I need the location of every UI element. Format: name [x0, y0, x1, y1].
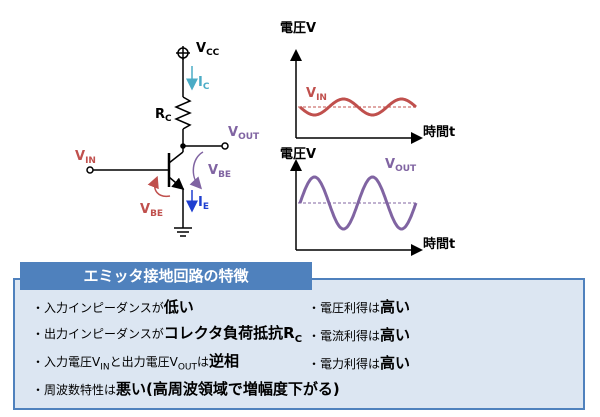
graph-top-ylabel: 電圧V	[280, 21, 316, 36]
feature-emphasis-main: コレクタ負荷抵抗R	[163, 324, 295, 342]
feature-emphasis: 低い	[163, 298, 194, 316]
bullet: ・	[32, 301, 45, 315]
rc-label-main: R	[155, 107, 165, 122]
feature-current-gain: ・電流利得は高い	[308, 324, 410, 345]
feature-text-1: 入力電圧V	[44, 355, 101, 369]
graph-top-signal-main: V	[306, 86, 316, 101]
graph-bottom-signal-main: V	[385, 157, 395, 172]
feature-text: 入力インピーダンスが	[44, 301, 164, 315]
feature-text: 出力インピーダンスが	[44, 327, 164, 341]
vbe-left-label-sub: BE	[150, 209, 163, 219]
feature-text: 電力利得は	[320, 357, 381, 371]
vout-label-sub: OUT	[238, 132, 260, 142]
vin-label: VIN	[75, 149, 96, 166]
feature-text: 電流利得は	[320, 329, 381, 343]
feature-output-impedance: ・出力インピーダンスがコレクタ負荷抵抗RC	[32, 322, 302, 345]
output-terminal	[221, 142, 229, 150]
bullet: ・	[32, 383, 45, 397]
ic-label-sub: C	[203, 82, 210, 92]
feature-emphasis-sub: C	[294, 334, 303, 345]
features-panel	[13, 278, 585, 410]
feature-text-2: と出力電圧V	[109, 355, 178, 369]
feature-emphasis: 逆相	[209, 352, 240, 370]
vin-waveform	[299, 97, 417, 117]
graph-top-signal-label: VIN	[306, 86, 327, 103]
ie-label-sub: E	[203, 202, 209, 212]
vout-waveform	[298, 175, 418, 231]
panel-title: エミッタ接地回路の特徴	[20, 262, 312, 290]
vbe-right-label: VBE	[208, 163, 231, 180]
graph-bottom-signal-label: VOUT	[385, 157, 417, 174]
graph-bottom: 電圧V 時間t VOUT	[280, 147, 455, 256]
feature-phase: ・入力電圧VINと出力電圧VOUTは逆相	[32, 350, 239, 372]
bullet: ・	[32, 355, 45, 369]
vout-label: VOUT	[228, 125, 260, 142]
rc-label: RC	[155, 107, 172, 124]
ic-label-main: I	[198, 75, 203, 90]
feature-input-impedance: ・入力インピーダンスが低い	[32, 296, 194, 317]
ie-label: IE	[198, 195, 209, 212]
graph-bottom-signal-sub: OUT	[395, 164, 417, 174]
npn-transistor	[167, 151, 185, 190]
ground-symbol	[174, 227, 192, 237]
vcc-label: VCC	[196, 41, 220, 58]
circuit-diagram: VCC IC RC VOUT IE VIN VBE VBE 電圧V 時間t VI…	[75, 21, 455, 256]
feature-text: 電圧利得は	[320, 301, 381, 315]
vin-label-main: V	[75, 149, 85, 164]
feature-text: 周波数特性は	[44, 383, 117, 397]
feature-emphasis: 高い	[380, 298, 411, 316]
feature-emphasis: 悪い(高周波領域で増幅度下がる)	[116, 380, 340, 398]
vin-label-sub: IN	[85, 156, 96, 166]
feature-emphasis: 高い	[380, 354, 411, 372]
feature-sub-in: IN	[100, 362, 110, 373]
vcc-terminal	[176, 46, 190, 60]
feature-emphasis: 高い	[380, 326, 411, 344]
graph-top: 電圧V 時間t VIN	[280, 21, 455, 144]
vbe-right-label-main: V	[208, 163, 218, 178]
bullet: ・	[308, 357, 321, 371]
feature-sub-out: OUT	[177, 362, 198, 373]
graph-bottom-ylabel: 電圧V	[280, 147, 316, 162]
vbe-right-label-sub: BE	[218, 170, 231, 180]
feature-text-3: は	[197, 355, 210, 369]
bullet: ・	[308, 329, 321, 343]
vbe-left-label-main: V	[140, 202, 150, 217]
graph-top-signal-sub: IN	[316, 93, 327, 103]
rc-label-sub: C	[165, 114, 172, 124]
ie-label-main: I	[198, 195, 203, 210]
vcc-label-sub: CC	[206, 48, 220, 58]
vout-label-main: V	[228, 125, 238, 140]
vbe-right-arrow	[189, 151, 204, 190]
feature-frequency: ・周波数特性は悪い(高周波領域で増幅度下がる)	[32, 378, 340, 399]
vbe-left-label: VBE	[140, 202, 163, 219]
bullet: ・	[308, 301, 321, 315]
graph-top-xlabel: 時間t	[423, 124, 455, 140]
feature-voltage-gain: ・電圧利得は高い	[308, 296, 410, 317]
feature-power-gain: ・電力利得は高い	[308, 352, 410, 373]
feature-emphasis: コレクタ負荷抵抗RC	[163, 324, 303, 345]
vbe-left-arrow	[147, 175, 171, 198]
vcc-label-main: V	[196, 41, 206, 56]
graph-bottom-xlabel: 時間t	[423, 236, 455, 252]
ic-label: IC	[198, 75, 210, 92]
collector-resistor	[174, 96, 192, 130]
input-terminal	[86, 166, 94, 174]
bullet: ・	[32, 327, 45, 341]
